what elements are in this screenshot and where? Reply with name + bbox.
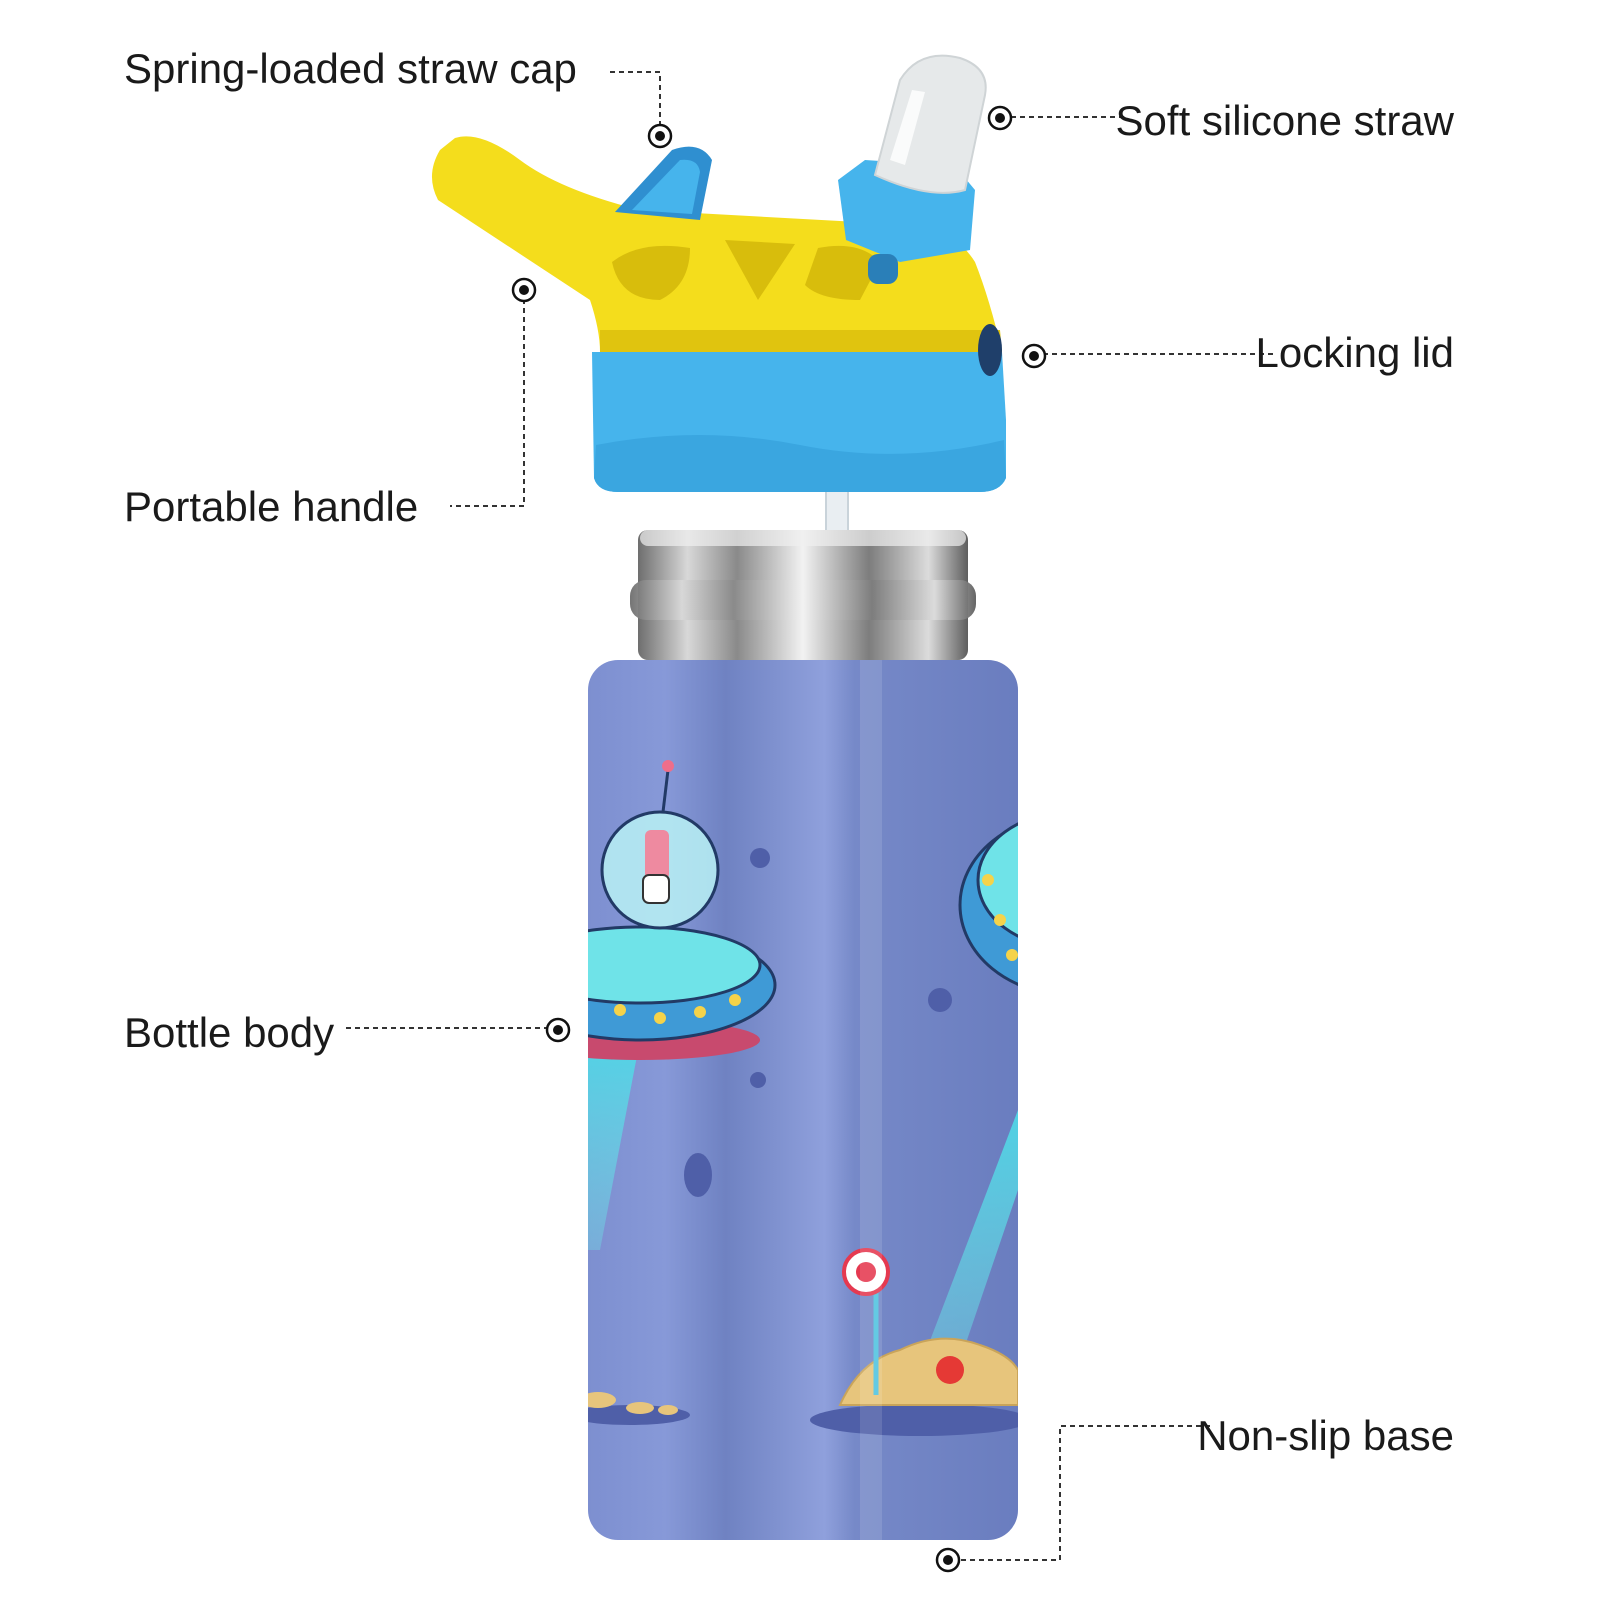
target-dot-icon — [511, 277, 537, 303]
target-dot-icon — [647, 123, 673, 149]
label-bottle-body: Bottle body — [124, 1009, 335, 1056]
ground-right — [810, 1248, 1018, 1436]
target-dot-icon — [1021, 343, 1047, 369]
label-spring-loaded-straw-cap: Spring-loaded straw cap — [124, 45, 577, 92]
silicone-straw — [873, 54, 987, 194]
callout-targets — [511, 105, 1047, 1573]
label-portable-handle: Portable handle — [124, 483, 419, 530]
ufo-right — [915, 810, 1018, 1390]
ufo-left — [588, 760, 777, 1250]
leader-handle — [450, 290, 525, 507]
target-dot-icon — [545, 1017, 571, 1043]
lid-assembly — [431, 54, 1006, 571]
bottle-body — [588, 660, 1018, 1540]
lid-yellow-shadow — [600, 330, 1002, 352]
callout-leaders — [346, 71, 1276, 1561]
label-soft-silicone-straw: Soft silicone straw — [1115, 97, 1454, 144]
target-dot-icon — [935, 1547, 961, 1573]
leader-base — [950, 1425, 1210, 1561]
handle-hole-2 — [725, 240, 795, 300]
lid-blue-band — [594, 435, 1006, 492]
planet-dots — [684, 848, 952, 1197]
spring-cap-face — [632, 159, 700, 214]
handle-hole-1 — [612, 245, 690, 300]
silicone-straw-highlight — [890, 90, 925, 165]
label-non-slip-base: Non-slip base — [1197, 1412, 1454, 1459]
target-dot-icon — [987, 105, 1013, 131]
leader-cap — [610, 71, 661, 134]
handle-hole-3 — [805, 245, 880, 300]
steel-neck — [630, 530, 976, 660]
lock-button — [978, 324, 1002, 376]
straw-holder-clip — [868, 254, 898, 284]
label-locking-lid: Locking lid — [1255, 329, 1454, 376]
ground-left — [588, 1392, 690, 1425]
